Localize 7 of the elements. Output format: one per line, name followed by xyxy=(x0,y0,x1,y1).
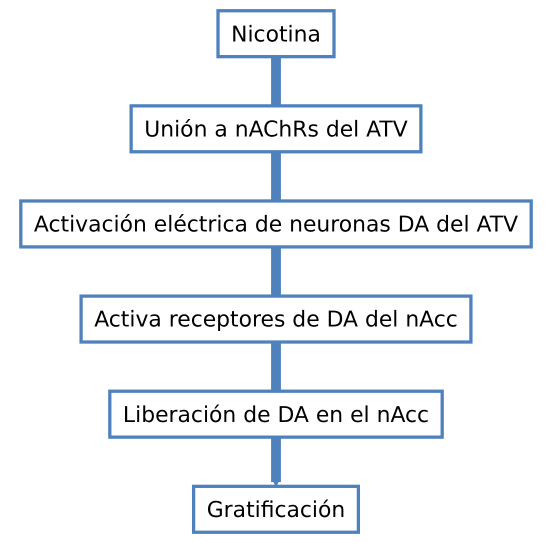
node-box: Liberación de DA en el nAcc xyxy=(108,390,444,439)
node-box: Gratificación xyxy=(192,484,360,534)
node-box: Unión a nAChRs del ATV xyxy=(130,104,422,154)
connector xyxy=(271,246,281,297)
node-box: Activa receptores de DA del nAcc xyxy=(79,294,473,344)
node-box: Activación eléctrica de neuronas DA del ATV xyxy=(19,199,533,249)
node-box: Nicotina xyxy=(216,9,336,58)
